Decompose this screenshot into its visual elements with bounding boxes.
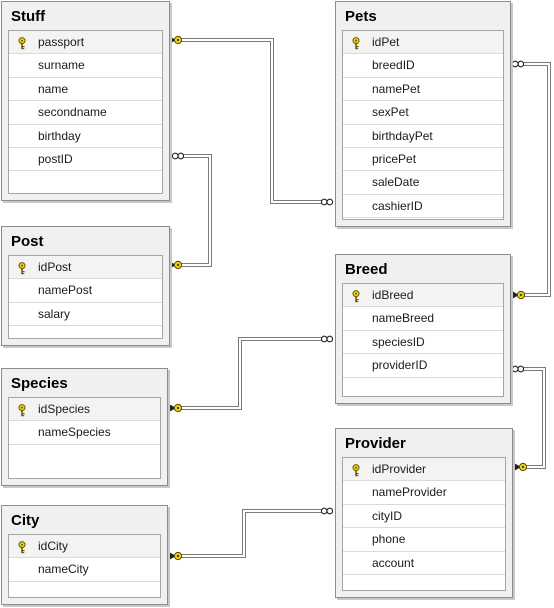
column-row[interactable]: secondname [9, 101, 162, 125]
column-row[interactable]: postID [9, 148, 162, 172]
column-name: idPost [38, 260, 72, 274]
column-name: namePet [372, 81, 421, 96]
column-list: passport surname name secondname birthday pos… [8, 30, 163, 194]
table-title: Stuff [11, 8, 46, 25]
column-name: postID [38, 151, 73, 166]
rel-species-breed[interactable] [169, 335, 334, 413]
column-row[interactable]: phone [343, 528, 505, 552]
column-list: idBreed nameBreed speciesID providerID [342, 283, 504, 397]
table-title: Species [11, 375, 68, 392]
column-list: idProvider nameProvider cityID phone account [342, 457, 506, 591]
column-name: birthday [38, 128, 81, 143]
column-row[interactable]: saleDate [343, 171, 503, 195]
column-name: salary [38, 306, 71, 321]
table-title: Breed [345, 261, 388, 278]
column-list: idCity nameCity [8, 534, 161, 598]
column-row[interactable]: sexPet [343, 101, 503, 125]
column-row[interactable]: idCity [9, 535, 160, 559]
column-name: nameBreed [372, 311, 435, 326]
rel-city-provider[interactable] [169, 507, 334, 561]
column-list: idPost namePost salary [8, 255, 163, 339]
column-row[interactable]: idProvider [343, 458, 505, 482]
table-species[interactable]: Species idSpecies nameSpecies [1, 368, 168, 486]
key-icon [352, 37, 360, 50]
table-title: City [11, 512, 40, 529]
table-title: Pets [345, 8, 377, 25]
column-row[interactable]: speciesID [343, 331, 503, 355]
column-row[interactable]: salary [9, 303, 162, 327]
table-title: Post [11, 233, 44, 250]
column-name: surname [38, 58, 85, 73]
column-row[interactable]: name [9, 78, 162, 102]
column-name: idProvider [372, 462, 427, 476]
rel-post-stuff[interactable] [169, 152, 212, 270]
column-row[interactable]: passport [9, 31, 162, 55]
column-row[interactable]: birthdayPet [343, 125, 503, 148]
column-name: account [372, 555, 415, 570]
column-name: saleDate [372, 175, 420, 190]
column-name: birthdayPet [372, 128, 433, 143]
rel-stuff-pets[interactable] [169, 35, 334, 206]
key-icon [352, 290, 360, 303]
column-name: idSpecies [38, 402, 91, 416]
column-row[interactable]: idPet [343, 31, 503, 55]
column-row[interactable]: account [343, 552, 505, 575]
table-post[interactable]: Post idPost namePost salary [1, 226, 170, 346]
column-name: providerID [372, 358, 428, 373]
table-stuff[interactable]: Stuff passport surname name secondname birth… [1, 1, 170, 201]
column-name: passport [38, 35, 85, 49]
key-icon [18, 37, 26, 50]
column-name: speciesID [372, 334, 425, 349]
column-name: cashierID [372, 198, 423, 213]
column-row[interactable]: birthday [9, 125, 162, 148]
key-icon [352, 464, 360, 477]
table-provider[interactable]: Provider idProvider nameProvider cityID pho… [335, 428, 513, 598]
column-row[interactable]: namePet [343, 78, 503, 102]
column-row[interactable]: nameSpecies [9, 421, 160, 445]
column-name: namePost [38, 283, 93, 298]
rel-breed-pets[interactable] [511, 60, 551, 300]
table-title: Provider [345, 435, 406, 452]
column-row[interactable]: nameProvider [343, 481, 505, 505]
column-row[interactable]: cityID [343, 505, 505, 529]
column-name: nameProvider [372, 485, 447, 500]
column-row[interactable]: idBreed [343, 284, 503, 308]
column-name: idBreed [372, 288, 414, 302]
column-row[interactable]: nameBreed [343, 307, 503, 331]
column-list: idSpecies nameSpecies [8, 397, 161, 479]
column-row[interactable]: pricePet [343, 148, 503, 172]
column-row[interactable]: nameCity [9, 558, 160, 582]
column-name: breedID [372, 58, 415, 73]
column-name: phone [372, 532, 406, 547]
column-name: pricePet [372, 151, 417, 166]
column-name: secondname [38, 105, 107, 120]
column-name: idCity [38, 539, 69, 553]
column-name: nameCity [38, 562, 89, 577]
column-name: name [38, 81, 69, 96]
column-name: nameSpecies [38, 425, 111, 440]
column-row[interactable]: providerID [343, 354, 503, 378]
column-row[interactable]: namePost [9, 279, 162, 303]
key-icon [18, 262, 26, 275]
table-pets[interactable]: Pets idPet breedID namePet sexPet birthdayPe… [335, 1, 511, 227]
column-list: idPet breedID namePet sexPet birthdayPet pric… [342, 30, 504, 220]
column-row[interactable]: idSpecies [9, 398, 160, 422]
key-icon [18, 541, 26, 554]
column-row[interactable]: breedID [343, 54, 503, 78]
column-name: cityID [372, 508, 402, 523]
column-row[interactable]: surname [9, 54, 162, 78]
column-row[interactable]: cashierID [343, 195, 503, 219]
rel-provider-breed[interactable] [511, 365, 546, 472]
table-city[interactable]: City idCity nameCity [1, 505, 168, 605]
column-name: idPet [372, 35, 400, 49]
column-row[interactable]: idPost [9, 256, 162, 280]
table-breed[interactable]: Breed idBreed nameBreed speciesID providerI… [335, 254, 511, 404]
column-name: sexPet [372, 105, 409, 120]
key-icon [18, 404, 26, 417]
